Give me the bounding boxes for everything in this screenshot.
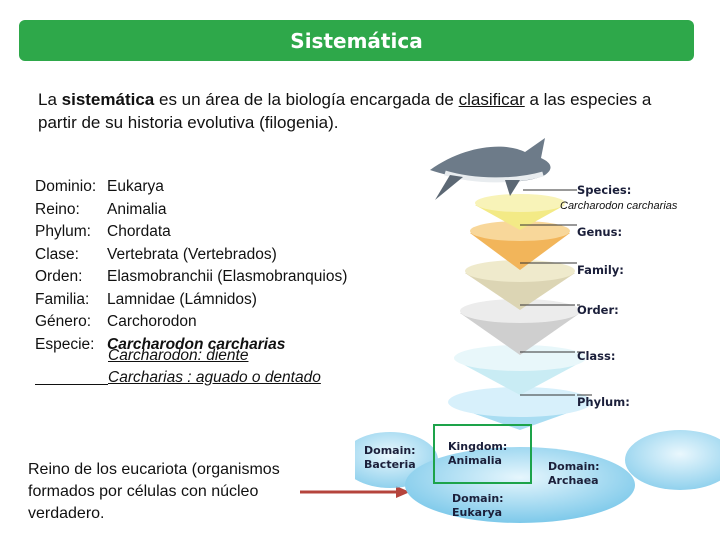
- label-species-name: Carcharodon carcharias: [560, 200, 678, 212]
- taxonomy-row-especie: Especie: Carcharodon carcharias: [35, 334, 347, 357]
- taxonomy-row-phylum: Phylum: Chordata: [35, 221, 347, 244]
- label-domain-bacteria: Domain: Bacteria: [364, 444, 416, 472]
- taxonomy-row-clase: Clase: Vertebrata (Vertebrados): [35, 244, 347, 267]
- taxonomy-value: Carchorodon: [107, 313, 197, 330]
- taxonomy-row-familia: Familia: Lamnidae (Lámnidos): [35, 289, 347, 312]
- label-kingdom-name: Animalia: [448, 454, 502, 467]
- taxonomy-label: Especie:: [35, 335, 95, 353]
- intro-bold-term: sistemática: [61, 90, 155, 109]
- eukarya-note: Reino de los eucariota (organismos forma…: [28, 461, 280, 522]
- underline-rule: [35, 384, 108, 385]
- title-bar: Sistemática: [19, 20, 694, 61]
- label-order: Order:: [577, 303, 619, 317]
- taxonomy-list: Dominio: Eukarya Reino: Animalia Phylum: Ch…: [35, 176, 347, 356]
- domain-archaea-disc: [625, 430, 720, 490]
- domain-eukarya-disc: [405, 447, 635, 523]
- etymology-genus: Carcharodon: diente: [108, 347, 249, 364]
- label-domain-eukarya: Domain: Eukarya: [452, 492, 504, 520]
- taxonomy-value: Eukarya: [107, 178, 164, 195]
- label-domain-archaea-name: Archaea: [548, 474, 599, 487]
- label-domain-bacteria-title: Domain:: [364, 444, 416, 457]
- taxonomy-label: Dominio:: [35, 178, 97, 195]
- page-title: Sistemática: [290, 28, 423, 53]
- taxonomy-row-orden: Orden: Elasmobranchii (Elasmobranquios): [35, 266, 347, 289]
- label-kingdom: Kingdom: Animalia: [448, 440, 507, 468]
- taxonomy-label: Clase:: [35, 245, 79, 263]
- taxonomy-row-genero: Género: Carchorodon: [35, 311, 347, 334]
- taxonomy-label: Familia:: [35, 290, 90, 308]
- taxonomy-value: Elasmobranchii (Elasmobranquios): [107, 268, 348, 285]
- kingdom-highlight-box: [433, 424, 532, 484]
- label-phylum: Phylum:: [577, 395, 630, 409]
- intro-text-2: es un área de la biología encargada de: [154, 90, 459, 109]
- shark-illustration: [430, 138, 551, 200]
- taxonomy-value: Vertebrata (Vertebrados): [107, 245, 277, 263]
- intro-underlined-term: clasificar: [458, 90, 525, 109]
- taxonomy-value: Animalia: [107, 200, 167, 218]
- label-class: Class:: [577, 349, 616, 363]
- label-kingdom-title: Kingdom:: [448, 440, 508, 453]
- label-genus: Genus:: [577, 225, 623, 239]
- taxonomy-pyramid-diagram: [355, 138, 720, 523]
- intro-text-1: La: [38, 90, 62, 109]
- label-family: Family:: [577, 263, 624, 277]
- intro-paragraph: La sistemática es un área de la biología…: [38, 88, 678, 134]
- taxonomy-label: Phylum:: [35, 223, 91, 240]
- label-domain-eukarya-name: Eukarya: [452, 506, 503, 519]
- label-species: Species:: [577, 183, 632, 197]
- intro-text-3: a las especies a partir de su historia e…: [38, 90, 652, 132]
- taxonomy-label: Orden:: [35, 268, 83, 285]
- taxonomy-label: Reino:: [35, 200, 80, 218]
- label-domain-bacteria-name: Bacteria: [364, 458, 416, 471]
- taxonomy-row-dominio: Dominio: Eukarya: [35, 176, 347, 199]
- taxonomy-value: Lamnidae (Lámnidos): [107, 290, 257, 308]
- etymology-species: Carcharias : aguado o dentado: [108, 369, 321, 386]
- taxonomy-label: Género:: [35, 313, 92, 330]
- label-domain-archaea-title: Domain:: [548, 460, 600, 473]
- label-domain-archaea: Domain: Archaea: [548, 460, 600, 488]
- taxonomy-row-reino: Reino: Animalia: [35, 199, 347, 222]
- label-domain-eukarya-title: Domain:: [452, 492, 504, 505]
- arrow-right-icon: [300, 486, 410, 498]
- taxonomy-value: Chordata: [107, 223, 171, 240]
- taxonomy-value: Carcharodon carcharias: [107, 335, 286, 353]
